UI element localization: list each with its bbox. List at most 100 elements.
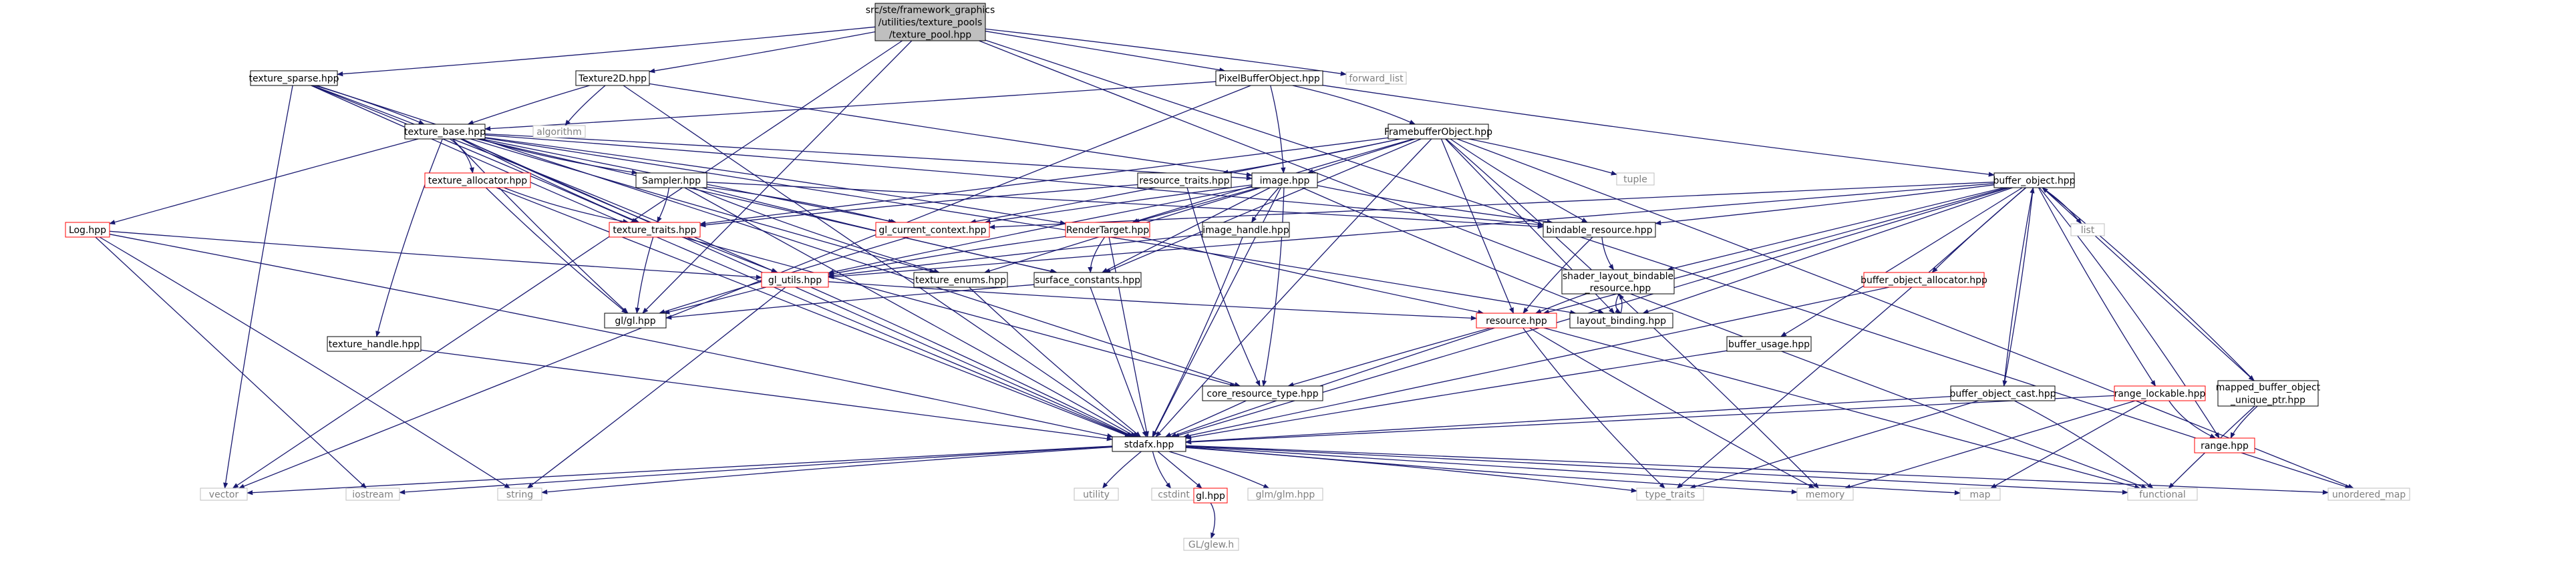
node-label-texture_traits: texture_traits.hpp bbox=[613, 225, 696, 236]
node-image[interactable]: image.hpp bbox=[1251, 172, 1318, 188]
edge-render_target-to-stdafx bbox=[1108, 236, 1149, 437]
node-core_resource_type[interactable]: core_resource_type.hpp bbox=[1202, 385, 1323, 401]
node-label-root-line-1: /utilities/texture_pools bbox=[878, 17, 983, 28]
edge-shader_layout_bindable-to-resource bbox=[1535, 293, 1587, 314]
node-label-memory: memory bbox=[1806, 490, 1845, 500]
edge-sampler-to-texture_traits bbox=[657, 187, 669, 223]
node-box-texture_allocator bbox=[424, 172, 531, 188]
node-mapped_buffer[interactable]: mapped_buffer_object_unique_ptr.hppmappe… bbox=[2216, 380, 2321, 407]
node-texture_allocator[interactable]: texture_allocator.hpp bbox=[424, 172, 531, 188]
node-label-buffer_object_allocator: buffer_object_allocator.hpp bbox=[1861, 275, 1987, 286]
edge-image-to-surface_constants bbox=[1101, 187, 1271, 273]
node-layout_binding[interactable]: layout_binding.hpp bbox=[1569, 313, 1673, 329]
node-box-forward_list bbox=[1345, 71, 1407, 85]
edge-texture2d-to-texture_base bbox=[467, 85, 590, 125]
node-render_target[interactable]: RenderTarget.hpp bbox=[1065, 222, 1150, 238]
node-label-buffer_object: buffer_object.hpp bbox=[1993, 176, 2075, 186]
edge-buffer_object-to-bindable_resource bbox=[1655, 184, 1995, 226]
edge-buffer_object-to-range_lockable bbox=[2038, 187, 2156, 387]
edge-texture_base-to-log bbox=[109, 138, 419, 225]
edge-texture_allocator-to-texture_traits bbox=[504, 187, 629, 224]
node-sampler[interactable]: Sampler.hpp bbox=[635, 172, 707, 188]
node-texture_enums[interactable]: texture_enums.hpp bbox=[913, 272, 1008, 288]
node-texture_traits[interactable]: texture_traits.hpp bbox=[609, 222, 701, 238]
node-box-texture_handle bbox=[327, 336, 422, 352]
node-buffer_object[interactable]: buffer_object.hpp bbox=[1993, 172, 2076, 188]
edge-range_lockable-to-stdafx bbox=[1185, 395, 2115, 445]
node-glhpp[interactable]: gl.hpp bbox=[1193, 488, 1228, 504]
node-memory: memory bbox=[1796, 488, 1854, 501]
edge-texture_base-to-layout_binding bbox=[484, 137, 1577, 315]
edge-root-to-functional bbox=[979, 40, 2148, 489]
edge-bindable_resource-to-resource bbox=[1522, 236, 1593, 314]
node-stdafx[interactable]: stdafx.hpp bbox=[1112, 436, 1186, 452]
edge-resource-to-stdafx bbox=[1170, 327, 1495, 437]
node-box-glhpp bbox=[1193, 488, 1228, 504]
node-box-map bbox=[1959, 488, 2001, 501]
node-range_lockable[interactable]: range_lockable.hpp bbox=[2114, 385, 2206, 401]
node-texture_handle[interactable]: texture_handle.hpp bbox=[327, 336, 422, 352]
edge-fbo-to-tuple bbox=[1468, 138, 1617, 176]
node-gl_current_context[interactable]: gl_current_context.hpp bbox=[875, 222, 990, 238]
edge-texture_base-to-stdafx bbox=[461, 138, 1134, 437]
edge-resource-to-functional bbox=[1543, 327, 2141, 490]
node-gl_utils[interactable]: gl_utils.hpp bbox=[761, 272, 829, 288]
edge-image-to-image_handle bbox=[1251, 187, 1279, 223]
node-utility: utility bbox=[1074, 488, 1119, 501]
node-bindable_resource[interactable]: bindable_resource.hpp bbox=[1543, 222, 1656, 238]
node-texture_base[interactable]: texture_base.hpp bbox=[404, 124, 486, 140]
node-buffer_object_cast[interactable]: buffer_object_cast.hpp bbox=[1949, 385, 2056, 401]
node-surface_constants[interactable]: surface_constants.hpp bbox=[1033, 272, 1142, 288]
node-resource_traits[interactable]: resource_traits.hpp bbox=[1137, 172, 1232, 188]
edge-resource_traits-to-texture_traits bbox=[699, 184, 1138, 228]
node-functional: functional bbox=[2127, 488, 2198, 501]
node-image_handle[interactable]: image_handle.hpp bbox=[1202, 222, 1290, 238]
node-buffer_object_allocator[interactable]: buffer_object_allocator.hpp bbox=[1861, 272, 1987, 288]
node-label-glew: GL/glew.h bbox=[1188, 540, 1234, 550]
edge-gl_utils-to-stdafx bbox=[810, 287, 1134, 437]
node-log[interactable]: Log.hpp bbox=[65, 222, 110, 238]
node-glgl[interactable]: gl/gl.hpp bbox=[604, 313, 667, 329]
node-buffer_usage[interactable]: buffer_usage.hpp bbox=[1726, 336, 1812, 352]
node-glm: glm/glm.hpp bbox=[1247, 488, 1323, 501]
node-box-bindable_resource bbox=[1543, 222, 1656, 238]
node-label-root-line-2: /texture_pool.hpp bbox=[889, 30, 971, 41]
edge-stdafx-to-iostream bbox=[399, 445, 1113, 495]
node-forward_list: forward_list bbox=[1345, 71, 1407, 85]
edge-texture2d-to-algorithm bbox=[565, 85, 606, 126]
node-label-core_resource_type: core_resource_type.hpp bbox=[1206, 389, 1318, 399]
edge-texture_traits-to-core_resource_type bbox=[681, 236, 1236, 387]
edge-image-to-stdafx bbox=[1152, 187, 1281, 437]
edge-buffer_object_cast-to-buffer_object bbox=[2003, 187, 2035, 387]
node-box-range_lockable bbox=[2114, 385, 2206, 401]
node-pbo[interactable]: PixelBufferObject.hpp bbox=[1215, 70, 1323, 86]
node-label-root-line-0: src/ste/framework_graphics bbox=[866, 5, 995, 15]
edge-mapped_buffer-to-range bbox=[2230, 405, 2258, 439]
node-texture_sparse[interactable]: texture_sparse.hpp bbox=[249, 70, 339, 86]
node-label-unordered_map: unordered_map bbox=[2332, 490, 2406, 500]
node-range[interactable]: range.hpp bbox=[2194, 437, 2255, 453]
node-label-tuple: tuple bbox=[1623, 174, 1647, 185]
node-label-algorithm: algorithm bbox=[536, 127, 582, 138]
edge-range_lockable-to-memory bbox=[1844, 400, 2136, 490]
node-fbo[interactable]: FramebufferObject.hpp bbox=[1384, 124, 1492, 140]
edge-root-to-texture_sparse bbox=[337, 26, 876, 77]
node-label-surface_constants: surface_constants.hpp bbox=[1035, 275, 1140, 286]
edge-stdafx-to-cstdint bbox=[1152, 451, 1172, 489]
node-texture2d[interactable]: Texture2D.hpp bbox=[575, 70, 650, 86]
node-box-surface_constants bbox=[1033, 272, 1142, 288]
node-shader_layout_bindable[interactable]: shader_layout_bindable_resource.hppshade… bbox=[1561, 269, 1675, 295]
node-box-algorithm bbox=[532, 125, 586, 138]
edge-stdafx-to-glm bbox=[1168, 451, 1270, 489]
node-label-functional: functional bbox=[2139, 490, 2186, 500]
edges bbox=[95, 26, 2354, 539]
node-resource[interactable]: resource.hpp bbox=[1476, 313, 1557, 329]
node-root[interactable]: src/ste/framework_graphics/utilities/tex… bbox=[866, 3, 995, 41]
node-box-buffer_usage bbox=[1726, 336, 1812, 352]
edge-stdafx-to-map bbox=[1185, 445, 1961, 496]
node-box-buffer_object_allocator bbox=[1863, 272, 1985, 288]
node-box-glew bbox=[1183, 538, 1239, 551]
edge-texture_sparse-to-gl_utils bbox=[312, 85, 778, 273]
node-label-texture_base: texture_base.hpp bbox=[404, 127, 486, 138]
